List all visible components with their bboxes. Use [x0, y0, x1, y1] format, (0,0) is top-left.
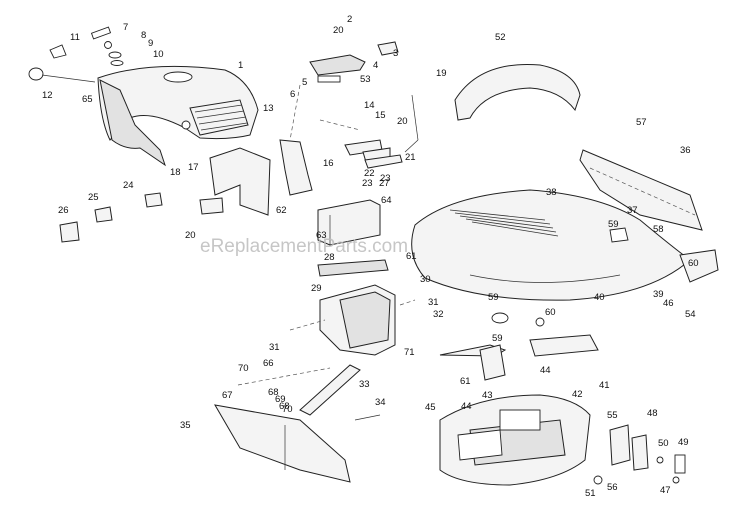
callout-number: 53 [360, 74, 371, 85]
dash-support-parts [209, 41, 419, 216]
callout-number: 20 [185, 230, 196, 241]
callout-number: 16 [323, 158, 334, 169]
callout-number: 59 [492, 333, 503, 344]
callout-number: 35 [180, 420, 191, 431]
callout-number: 69 [275, 394, 286, 405]
callout-number: 70 [238, 363, 249, 374]
callout-number: 13 [263, 103, 274, 114]
callout-number: 29 [311, 283, 322, 294]
switch-parts [59, 192, 224, 243]
callout-number: 50 [658, 438, 669, 449]
callout-number: 70 [282, 404, 293, 415]
callout-number: 10 [153, 49, 164, 60]
callout-number: 46 [663, 298, 674, 309]
callout-number: 51 [585, 488, 596, 499]
callout-number: 30 [420, 274, 431, 285]
callout-number: 4 [373, 60, 378, 71]
callout-number: 65 [82, 94, 93, 105]
callout-number: 67 [222, 390, 233, 401]
callout-number: 2 [347, 14, 352, 25]
callout-number: 44 [540, 365, 551, 376]
side-panel-right [579, 149, 703, 231]
callout-number: 42 [572, 389, 583, 400]
callout-number: 6 [290, 89, 295, 100]
callout-number: 27 [379, 178, 390, 189]
callout-number: 36 [680, 145, 691, 156]
callout-number: 54 [685, 309, 696, 320]
callout-number: 20 [397, 116, 408, 127]
dashboard-part [97, 65, 259, 167]
callout-number: 41 [599, 380, 610, 391]
callout-number: 43 [482, 390, 493, 401]
callout-number: 68 [268, 387, 279, 398]
callout-number: 61 [406, 251, 417, 262]
callout-number: 31 [269, 342, 280, 353]
callout-number: 58 [653, 224, 664, 235]
key-switch-parts [28, 26, 124, 83]
callout-number: 8 [141, 30, 146, 41]
callout-number: 52 [495, 32, 506, 43]
callout-number: 20 [333, 25, 344, 36]
callout-number: 37 [627, 205, 638, 216]
headlight-parts [491, 227, 719, 357]
callout-number: 18 [170, 167, 181, 178]
callout-number: 68 [279, 401, 290, 412]
callout-number: 64 [381, 195, 392, 206]
callout-number: 28 [324, 252, 335, 263]
callout-number: 15 [375, 110, 386, 121]
callout-number: 60 [545, 307, 556, 318]
callout-number: 61 [460, 376, 471, 387]
callout-number: 44 [461, 401, 472, 412]
callout-number: 55 [607, 410, 618, 421]
callout-number: 60 [688, 258, 699, 269]
callout-number: 66 [263, 358, 274, 369]
callout-number: 34 [375, 397, 386, 408]
callout-number: 22 [364, 168, 375, 179]
callout-number: 33 [359, 379, 370, 390]
callout-number: 71 [404, 347, 415, 358]
callout-number: 45 [425, 402, 436, 413]
callout-number: 59 [488, 292, 499, 303]
watermark-text: eReplacementParts.com [200, 236, 408, 257]
fuel-tank-cover [454, 63, 581, 121]
callout-number: 14 [364, 100, 375, 111]
callout-number: 23 [362, 178, 373, 189]
callout-number: 39 [653, 289, 664, 300]
callout-number: 7 [123, 22, 128, 33]
callout-number: 57 [636, 117, 647, 128]
callout-number: 47 [660, 485, 671, 496]
callout-number: 21 [405, 152, 416, 163]
callout-number: 24 [123, 180, 134, 191]
callout-number: 48 [647, 408, 658, 419]
front-grille-part [439, 394, 591, 486]
callout-number: 12 [42, 90, 53, 101]
callout-number: 63 [316, 230, 327, 241]
bracket-parts [593, 424, 686, 485]
callout-number: 56 [607, 482, 618, 493]
battery-parts [289, 199, 416, 356]
callout-number: 26 [58, 205, 69, 216]
callout-number: 31 [428, 297, 439, 308]
callout-number: 19 [436, 68, 447, 79]
callout-number: 49 [678, 437, 689, 448]
callout-number: 3 [393, 48, 398, 59]
callout-number: 32 [433, 309, 444, 320]
callout-number: 17 [188, 162, 199, 173]
callout-number: 38 [546, 187, 557, 198]
callout-number: 59 [608, 219, 619, 230]
callout-number: 9 [148, 38, 153, 49]
callout-number: 40 [594, 292, 605, 303]
callout-number: 11 [70, 32, 80, 43]
callout-number: 62 [276, 205, 287, 216]
frame-and-side-panel-left [214, 344, 507, 483]
callout-number: 23 [380, 173, 391, 184]
callout-number: 1 [238, 60, 243, 71]
callout-number: 5 [302, 77, 307, 88]
callout-number: 25 [88, 192, 99, 203]
